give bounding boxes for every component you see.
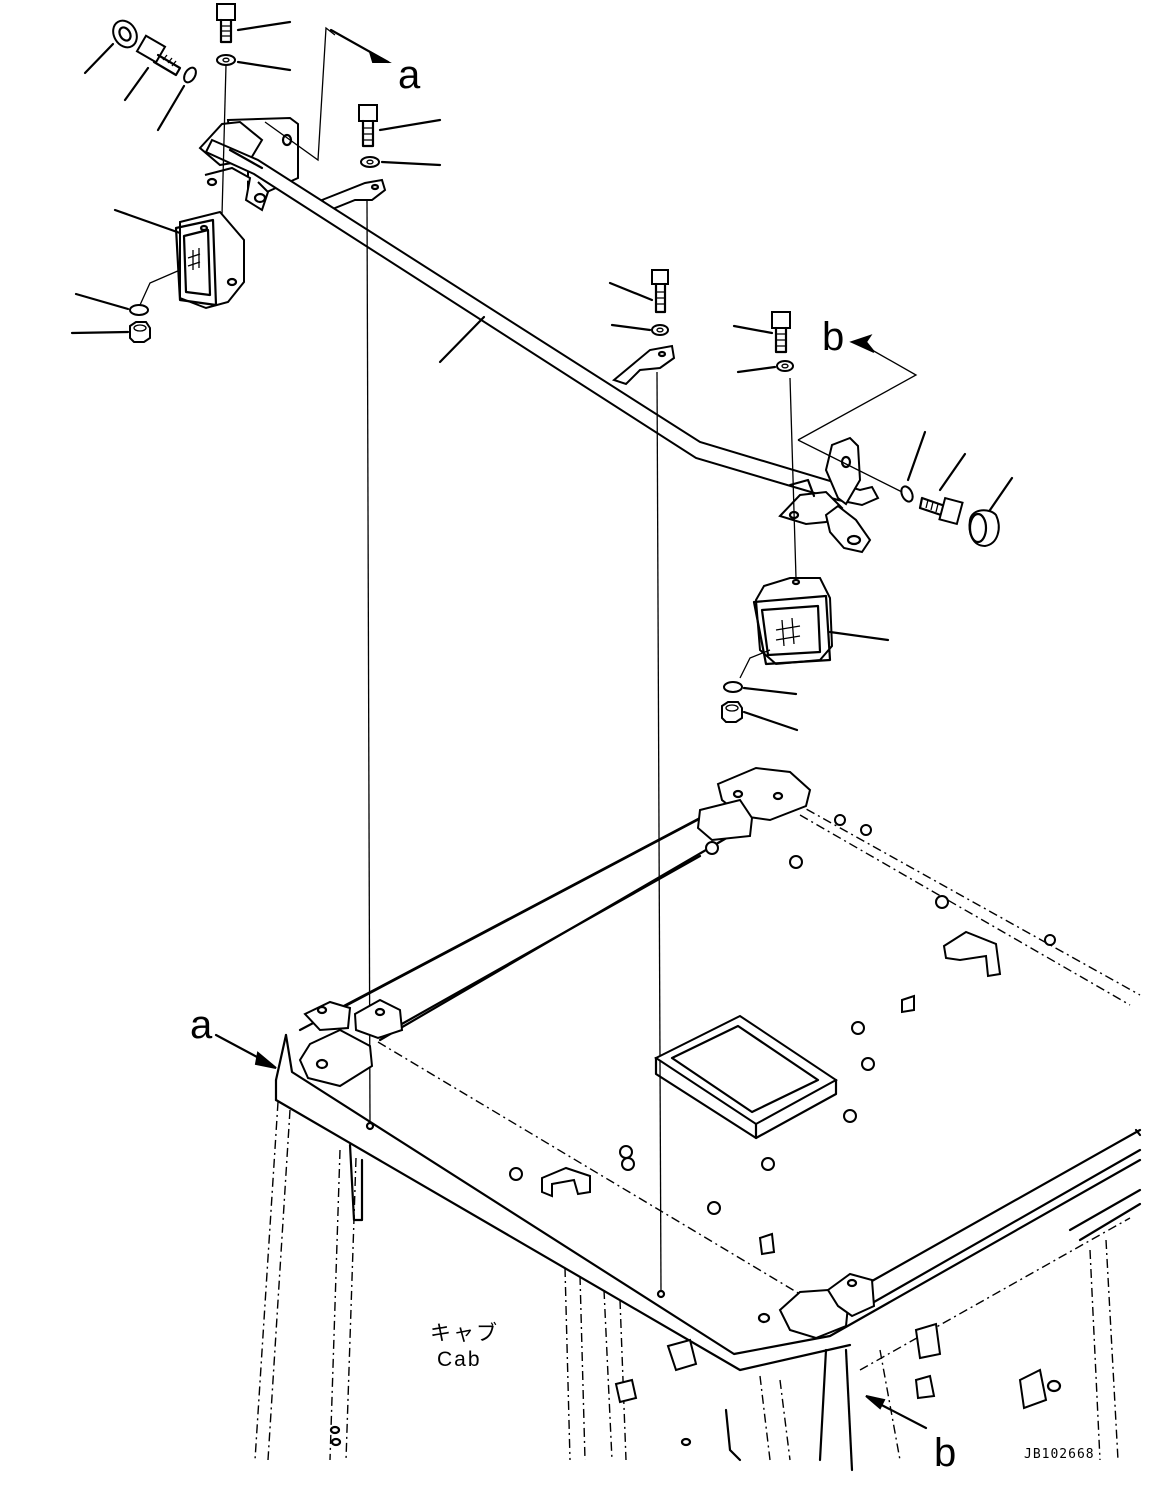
nut-icon — [129, 321, 151, 343]
roof-bosses — [365, 814, 1056, 1299]
flange-bolt-icon — [135, 34, 182, 77]
right-bracket — [778, 436, 872, 554]
washer-icon — [776, 360, 794, 372]
cab-label-jp: キャブ — [430, 1322, 499, 1345]
right-mount-cluster — [721, 311, 1014, 732]
cab-label-en: Cab — [437, 1348, 482, 1371]
flange-bolt-icon — [918, 496, 964, 526]
view-a-leader — [264, 26, 336, 162]
washer-icon — [216, 54, 236, 66]
cap-icon — [968, 509, 1000, 548]
bolt-icon — [216, 3, 236, 44]
washer-icon — [723, 681, 743, 693]
bolt-icon — [358, 104, 378, 148]
center-alignment-line — [656, 371, 662, 1293]
left-mount-cluster — [70, 3, 442, 343]
cap-nut-icon — [112, 19, 138, 49]
view-b-label-bottom: b — [934, 1431, 956, 1475]
left-alignment-line — [366, 199, 371, 1125]
nut-icon — [721, 701, 743, 723]
bolt-icon — [771, 311, 791, 354]
washer-icon — [129, 304, 149, 316]
washer-icon — [651, 324, 669, 336]
washer-icon — [360, 156, 380, 168]
washer-icon — [900, 485, 914, 503]
work-lamp-icon — [752, 577, 834, 666]
cab-roof — [274, 766, 1142, 1372]
washer-icon — [183, 66, 197, 84]
bolt-icon — [651, 269, 669, 314]
roof-hatch — [654, 1014, 838, 1140]
view-b-label-top: b — [822, 315, 844, 359]
drawing-code: JB102668 — [1024, 1447, 1095, 1462]
lamp-mount-bar — [204, 138, 880, 507]
cab-frame — [254, 1101, 1119, 1472]
view-a-label-top: a — [398, 53, 421, 97]
center-mount-cluster — [608, 269, 676, 386]
view-a-label-bottom: a — [190, 1003, 213, 1047]
work-lamp-icon — [174, 210, 245, 310]
